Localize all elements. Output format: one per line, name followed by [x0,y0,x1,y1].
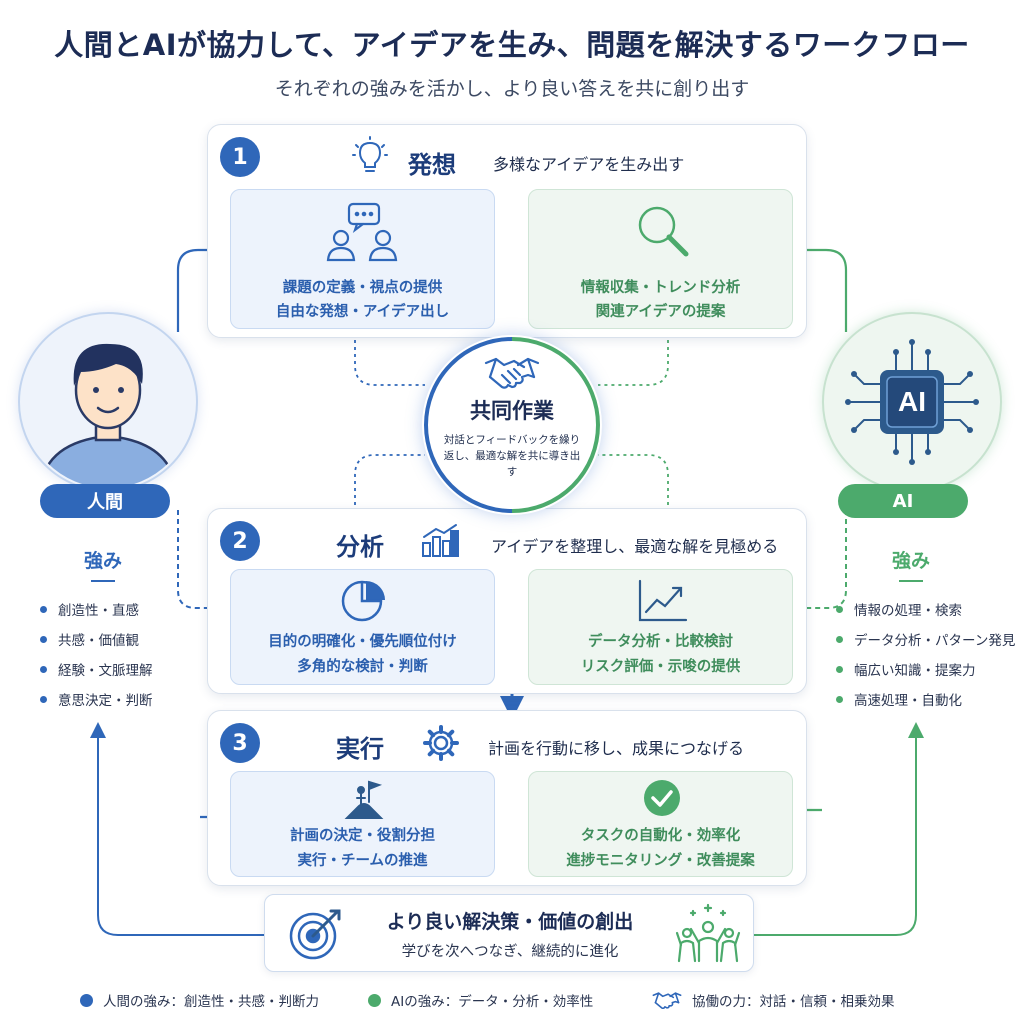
legend-dot [80,993,93,1007]
card-line: リスク評価・示唆の提供 [580,659,741,675]
handshake-icon [652,992,682,1010]
result-banner: より良い解決策・価値の創出 学びを次へつなぎ、継続的に進化 [264,894,754,972]
step-panel-analysis: 2 分析 アイデアを整理し、最適な解を見極める 目的の明確化・優先順位付け 多角… [207,508,807,694]
target-icon [289,909,341,960]
ai-task-card: 情報収集・トレンド分析 関連アイデアの提案 [528,189,793,329]
card-line: 計画の決定・役割分担 [290,828,435,844]
bullet-dot [40,695,47,703]
collaboration-ring [424,337,600,513]
lightbulb-icon [352,136,388,172]
ai-strength-list: 情報の処理・検索 データ分析・パターン発見 幅広い知識・提案力 高速処理・自動化 [836,594,1015,714]
bar-chart-icon [422,524,459,557]
bullet-dot [40,665,47,673]
handshake-icon [484,357,540,389]
card-line: 多角的な検討・判断 [297,659,428,675]
team-celebration-icon [675,903,741,963]
step-number-badge: 2 [220,521,260,561]
human-strength-heading: 強み [83,550,122,572]
card-line: 課題の定義・視点の提供 [282,280,443,296]
list-item: 高速処理・自動化 [836,684,1015,714]
collaboration-hub: 共同作業 対話とフィードバックを繰り返し、最適な解を共に導き出す [422,335,602,515]
bullet-dot [40,605,47,613]
step-title: 分析 [336,533,384,561]
list-item: 経験・文脈理解 [40,654,153,684]
ai-chip-text: AI [898,386,926,417]
human-task-card: 計画の決定・役割分担 実行・チームの推進 [230,771,495,877]
ai-strength-underline [899,580,923,582]
legend-human: 人間の強み：創造性・共感・判断力 [80,990,319,1010]
people-chat-icon [326,202,398,262]
card-line: 自由な発想・アイデア出し [275,304,450,320]
step-title: 実行 [336,735,384,763]
card-line: 目的の明確化・優先順位付け [268,634,457,650]
card-line: 実行・チームの推進 [297,853,428,869]
person-icon [38,343,178,488]
card-line: タスクの自動化・効率化 [580,828,741,844]
step-panel-ideation: 1 発想 多様なアイデアを生み出す 課題の定義・視点の提供 自由な発想・アイデア… [207,124,807,338]
page-subtitle: それぞれの強みを活かし、より良い答えを共に創り出す [274,78,750,100]
bullet-dot [836,665,843,673]
card-line: 関連アイデアの提案 [595,304,726,320]
ai-label-pill: AI [838,484,968,518]
step-title: 発想 [408,151,456,179]
collaboration-description: 対話とフィードバックを繰り返し、最適な解を共に導き出す [443,434,581,478]
ai-strength-heading: 強み [891,550,930,572]
human-label-pill: 人間 [40,484,170,518]
step-number-badge: 1 [220,137,260,177]
step-description: アイデアを整理し、最適な解を見極める [491,537,779,556]
line-chart-icon [638,579,688,622]
bullet-dot [836,695,843,703]
step-description: 多様なアイデアを生み出す [493,155,685,174]
gear-icon [423,725,459,761]
card-line: 情報収集・トレンド分析 [580,280,741,296]
bullet-dot [836,605,843,613]
list-item: 共感・価値観 [40,624,153,654]
ai-chip-icon: AI [845,339,979,465]
human-strength-list: 創造性・直感 共感・価値観 経験・文脈理解 意思決定・判断 [40,594,153,714]
result-description: 学びを次へつなぎ、継続的に進化 [401,944,619,960]
flag-summit-icon [344,780,384,819]
result-title: より良い解決策・価値の創出 [386,911,634,933]
card-line: 進捗モニタリング・改善提案 [566,853,755,869]
legend-ai: AIの強み：データ・分析・効率性 [368,990,593,1010]
list-item: 創造性・直感 [40,594,153,624]
magnifier-icon [638,206,689,257]
list-item: 幅広い知識・提案力 [836,654,1015,684]
check-circle-icon [644,780,680,816]
ai-task-card: データ分析・比較検討 リスク評価・示唆の提供 [528,569,793,685]
step-panel-execution: 3 実行 計画を行動に移し、成果につなげる 計画の決定・役割分担 実行・チームの… [207,710,807,886]
collaboration-title: 共同作業 [470,399,554,423]
legend-dot [368,993,381,1007]
ai-avatar: AI [822,312,1002,492]
list-item: 情報の処理・検索 [836,594,1015,624]
bullet-dot [836,635,843,643]
page-title: 人間とAIが協力して、アイデアを生み、問題を解決するワークフロー [54,28,970,62]
ai-task-card: タスクの自動化・効率化 進捗モニタリング・改善提案 [528,771,793,877]
human-task-card: 目的の明確化・優先順位付け 多角的な検討・判断 [230,569,495,685]
bullet-dot [40,635,47,643]
step-number-badge: 3 [220,723,260,763]
human-task-card: 課題の定義・視点の提供 自由な発想・アイデア出し [230,189,495,329]
list-item: データ分析・パターン発見 [836,624,1015,654]
legend-collab: 協働の力：対話・信頼・相乗効果 [650,990,895,1010]
list-item: 意思決定・判断 [40,684,153,714]
human-strength-underline [91,580,115,582]
card-line: データ分析・比較検討 [588,634,733,650]
human-avatar [18,312,198,492]
pie-chart-icon [341,580,385,622]
step-description: 計画を行動に移し、成果につなげる [488,739,745,758]
